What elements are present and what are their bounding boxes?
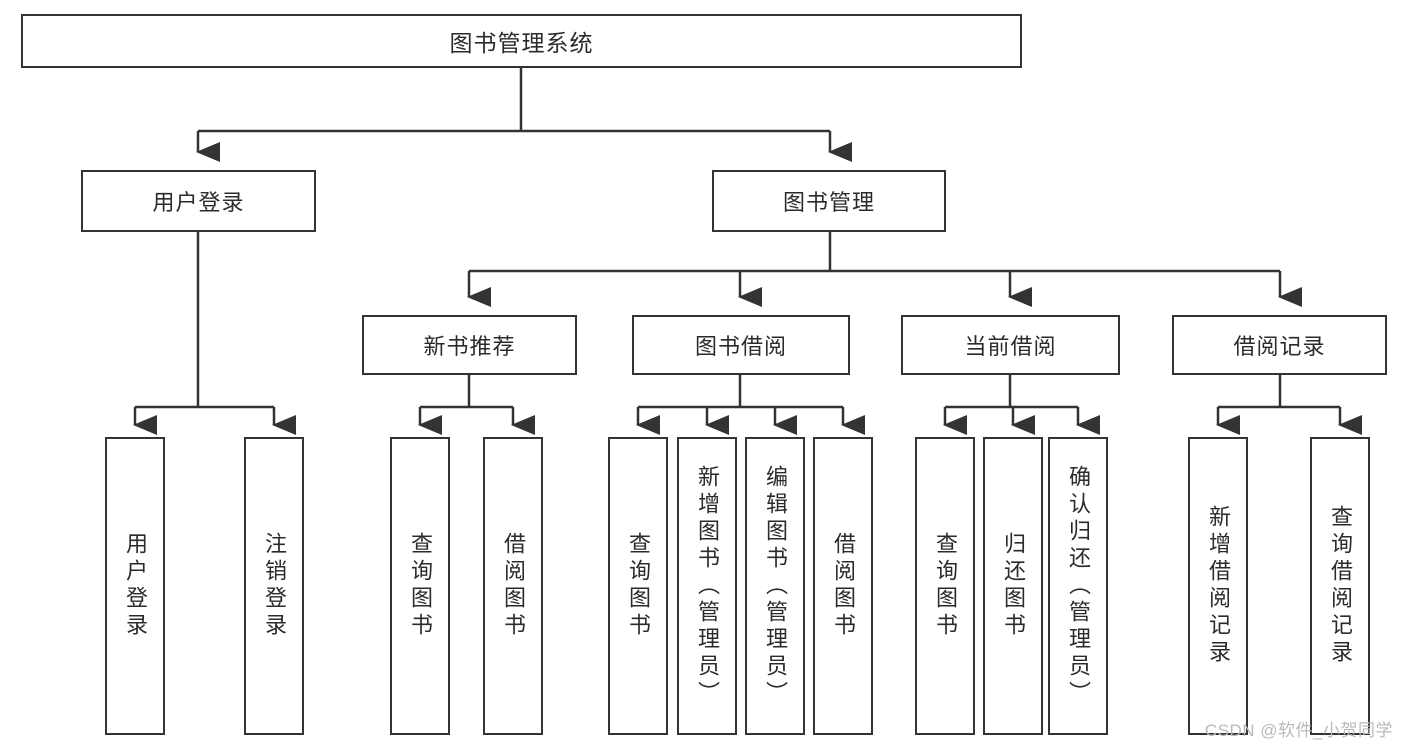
leaf-current-return-book[interactable]: 归还图书	[983, 437, 1043, 735]
node-label: 查询图书	[626, 532, 651, 640]
node-label: 图书管理	[782, 190, 875, 215]
leaf-current-query-book[interactable]: 查询图书	[915, 437, 975, 735]
watermark: CSDN @软件_小贺同学	[1204, 721, 1393, 740]
leaf-record-query-borrow-record[interactable]: 查询借阅记录	[1310, 437, 1370, 735]
node-label: 用户登录	[152, 190, 245, 215]
node-book-borrow[interactable]: 图书借阅	[632, 315, 850, 375]
leaf-borrow-edit-book-admin[interactable]: 编辑图书（管理员）	[745, 437, 805, 735]
node-label: 注销登录	[262, 532, 287, 640]
node-label: 新增借阅记录	[1206, 505, 1231, 667]
leaf-record-add-borrow-record[interactable]: 新增借阅记录	[1188, 437, 1248, 735]
node-user-login[interactable]: 用户登录	[81, 170, 316, 232]
leaf-new-book-query[interactable]: 查询图书	[390, 437, 450, 735]
node-label: 确认归还（管理员）	[1066, 464, 1091, 708]
node-borrow-record[interactable]: 借阅记录	[1172, 315, 1387, 375]
node-new-book-recommend[interactable]: 新书推荐	[362, 315, 577, 375]
node-label: 新书推荐	[423, 334, 516, 359]
node-book-management[interactable]: 图书管理	[712, 170, 946, 232]
node-label: 查询图书	[933, 532, 958, 640]
node-label: 图书借阅	[694, 334, 787, 359]
leaf-borrow-query-book[interactable]: 查询图书	[608, 437, 668, 735]
node-label: 新增图书（管理员）	[695, 464, 720, 708]
leaf-user-login-signout[interactable]: 注销登录	[244, 437, 304, 735]
leaf-borrow-borrow-book[interactable]: 借阅图书	[813, 437, 873, 735]
leaf-new-book-borrow[interactable]: 借阅图书	[483, 437, 543, 735]
node-label: 当前借阅	[964, 334, 1057, 359]
node-label: 查询图书	[408, 532, 433, 640]
node-label: 借阅图书	[831, 532, 856, 640]
node-root-book-management-system[interactable]: 图书管理系统	[21, 14, 1022, 68]
node-label: 归还图书	[1001, 532, 1026, 640]
leaf-borrow-add-book-admin[interactable]: 新增图书（管理员）	[677, 437, 737, 735]
node-label: 编辑图书（管理员）	[763, 464, 788, 708]
node-label: 借阅记录	[1233, 334, 1326, 359]
node-label: 借阅图书	[501, 532, 526, 640]
leaf-current-confirm-return-admin[interactable]: 确认归还（管理员）	[1048, 437, 1108, 735]
node-label: 用户登录	[123, 532, 148, 640]
node-label: 图书管理系统	[449, 30, 594, 56]
node-current-borrow[interactable]: 当前借阅	[901, 315, 1120, 375]
node-label: 查询借阅记录	[1328, 505, 1353, 667]
leaf-user-login-signin[interactable]: 用户登录	[105, 437, 165, 735]
